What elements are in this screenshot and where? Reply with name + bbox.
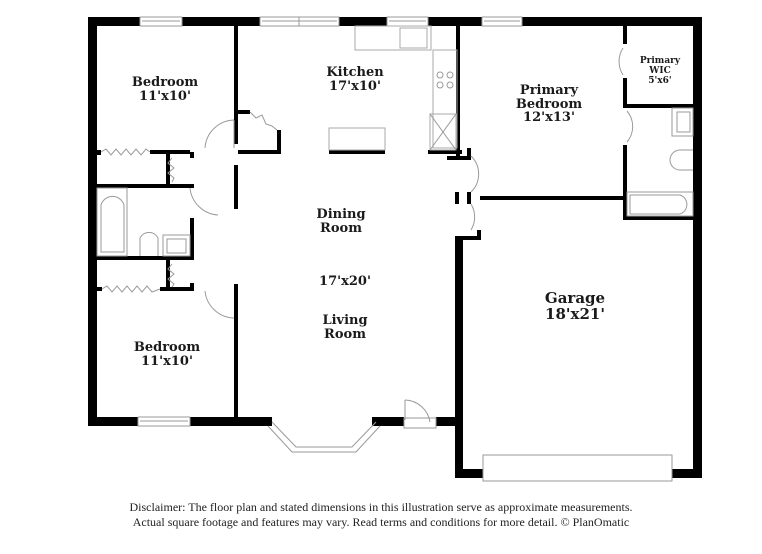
bathroom-fixtures	[96, 107, 694, 257]
room-dimensions: 5'x6'	[648, 75, 672, 86]
room-dimensions: 17'x20'	[319, 274, 371, 289]
room-name-line2: WIC	[649, 65, 671, 76]
exterior-walls	[88, 17, 702, 478]
room-name: Bedroom	[133, 340, 201, 355]
room-name-line1: Primary	[519, 83, 579, 98]
doors	[100, 25, 634, 429]
room-name: Bedroom	[131, 75, 199, 90]
room-label-garage: Garage 18'x21'	[544, 289, 606, 323]
room-label-bedroom-1: Bedroom 11'x10'	[132, 76, 198, 103]
room-dimensions: 18'x21'	[545, 304, 605, 323]
room-label-dining-living-dimensions: 17'x20'	[319, 275, 371, 289]
disclaimer-line-1: Disclaimer: The floor plan and stated di…	[129, 500, 633, 514]
room-name-line1: Living	[322, 313, 368, 328]
disclaimer: Disclaimer: The floor plan and stated di…	[0, 500, 762, 530]
room-label-living-room: Living Room	[322, 314, 367, 341]
room-dimensions: 11'x10'	[139, 88, 191, 104]
room-name-line2: Room	[324, 326, 366, 342]
room-dimensions: 17'x10'	[329, 78, 381, 94]
room-name-line2: Bedroom	[515, 96, 583, 112]
room-name-line2: Room	[320, 220, 362, 236]
room-label-primary-bedroom: Primary Bedroom 12'x13'	[516, 84, 582, 125]
room-name: Garage	[544, 289, 606, 307]
interior-walls	[97, 26, 693, 418]
room-dimensions: 11'x10'	[141, 353, 193, 369]
room-label-bedroom-2: Bedroom 11'x10'	[134, 341, 200, 368]
room-dimensions: 12'x13'	[523, 110, 575, 126]
room-label-primary-wic: Primary WIC 5'x6'	[639, 56, 681, 87]
room-name-line1: Primary	[639, 56, 681, 66]
windows	[137, 16, 673, 482]
room-name-line1: Dining	[316, 207, 366, 222]
room-label-kitchen: Kitchen 17'x10'	[326, 66, 383, 93]
room-name: Kitchen	[326, 65, 384, 80]
disclaimer-line-2: Actual square footage and features may v…	[132, 515, 630, 529]
room-label-dining-room: Dining Room	[316, 208, 365, 235]
